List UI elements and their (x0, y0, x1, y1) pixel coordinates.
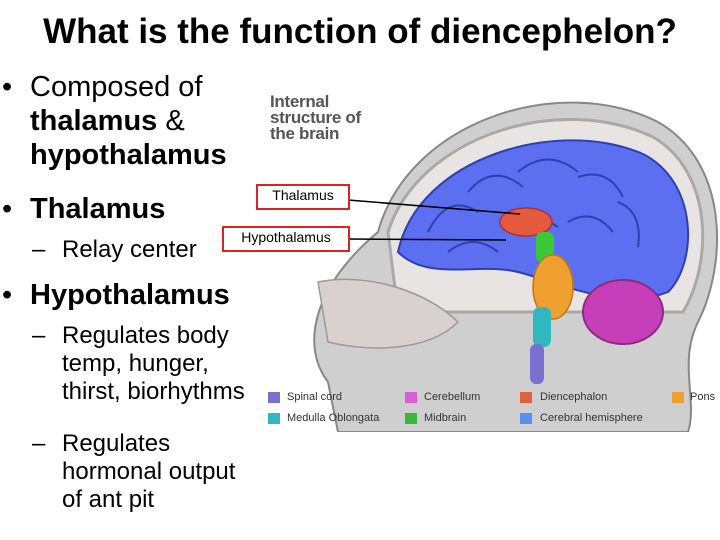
composed-line1: Composed of (30, 71, 203, 103)
composed-line3: hypothalamus (30, 139, 227, 171)
figure-title: Internal structure of the brain (270, 92, 361, 143)
sub-regulates-body: – Regulates body temp, hunger, thirst, b… (32, 322, 245, 405)
legend-pons: Pons (690, 391, 716, 403)
nasal-cavity (317, 278, 460, 349)
spinal-cord (530, 344, 544, 384)
legend-swatch-medulla (268, 413, 280, 424)
composed-line2: thalamus & (30, 105, 185, 137)
legend-swatch-spinal-cord (268, 392, 280, 403)
hypothalamus-pointer (347, 238, 507, 241)
bullet-composed: • Composed of thalamus & hypothalamus (2, 70, 227, 172)
cerebellum (582, 279, 664, 345)
legend-cerebral-hemisphere: Cerebral hemisphere (540, 412, 643, 424)
bullet-dot: • (2, 279, 13, 311)
legend-swatch-cerebellum (405, 392, 417, 403)
bullet-thalamus: • Thalamus (2, 193, 166, 225)
legend-swatch-pons (672, 392, 684, 403)
brain-illustration (313, 101, 718, 432)
legend-swatch-cerebral (520, 413, 532, 424)
medulla (533, 307, 551, 347)
label-hypothalamus: Hypothalamus (222, 226, 350, 252)
sub-dash: – (32, 236, 46, 263)
bullet-dot: • (2, 71, 13, 103)
legend-swatch-diencephalon (520, 392, 532, 403)
label-thalamus: Thalamus (256, 184, 350, 210)
legend-medulla: Medulla Oblongata (287, 412, 380, 424)
diencephalon (499, 207, 553, 237)
legend-midbrain: Midbrain (424, 412, 467, 424)
midbrain (536, 232, 554, 262)
sub-dash: – (32, 430, 46, 457)
slide-title: What is the function of diencephelon? (43, 12, 677, 51)
pons (532, 254, 574, 320)
bullet-hypothalamus: • Hypothalamus (2, 279, 230, 311)
legend-diencephalon: Diencephalon (540, 391, 608, 403)
legend-spinal-cord: Spinal cord (287, 391, 343, 403)
sub-dash: – (32, 322, 46, 349)
sub-relay-center: – Relay center (32, 236, 197, 263)
legend-cerebellum: Cerebellum (424, 391, 481, 403)
legend-swatch-midbrain (405, 413, 417, 424)
thalamus-pointer (347, 199, 521, 215)
sub-regulates-hormonal: – Regulates hormonal output of ant pit (32, 430, 236, 513)
bullet-dot: • (2, 193, 13, 225)
